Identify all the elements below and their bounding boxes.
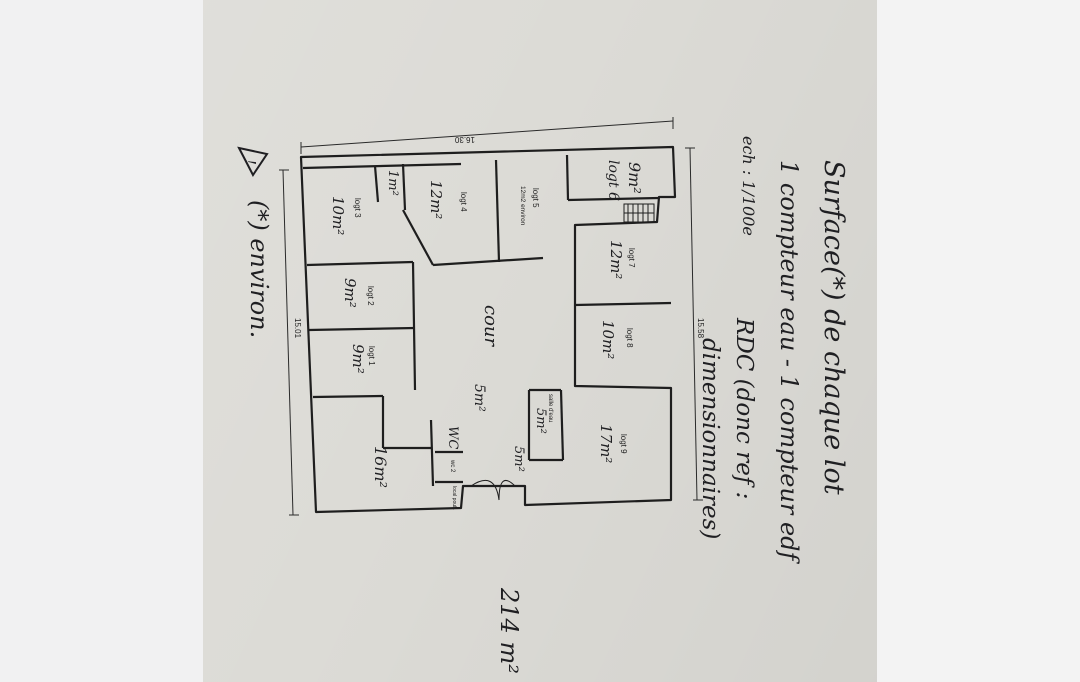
room-bottom-left: 16m² — [371, 446, 390, 488]
svg-text:10m²: 10m² — [599, 320, 617, 359]
courtyard: cour 5m² — [471, 305, 501, 412]
svg-text:12m²: 12m² — [427, 180, 445, 219]
title-line-2: 1 compteur eau - 1 compteur edf — [775, 160, 803, 565]
room-logt4: logt 4 12m² — [427, 180, 468, 219]
left-margin — [0, 0, 203, 682]
svg-text:logt 8: logt 8 — [625, 328, 634, 348]
room-logt9: logt 9 17m² — [597, 424, 628, 463]
svg-text:logt 9: logt 9 — [619, 434, 628, 454]
total-area: 214 m² — [495, 587, 523, 674]
svg-text:WC: WC — [445, 426, 460, 449]
svg-text:salle d'eau: salle d'eau — [547, 394, 553, 423]
svg-text:5m²: 5m² — [471, 384, 487, 412]
dimension-right: 15.58 — [696, 318, 705, 339]
room-local: local poub. — [451, 486, 457, 510]
svg-text:12m2 environ: 12m2 environ — [519, 186, 526, 226]
room-salle-eau: salle d'eau 5m² — [533, 394, 553, 434]
title-block: Surface(*) de chaque lot 1 compteur eau … — [697, 160, 849, 565]
svg-text:wc 2: wc 2 — [449, 459, 455, 473]
svg-text:logt 2: logt 2 — [366, 286, 375, 306]
dimension-top: 16.30 — [454, 135, 475, 144]
title-line-4: dimensionnaires) — [697, 338, 723, 539]
room-logt8: logt 8 10m² — [599, 320, 634, 359]
room-small: 1m² — [385, 170, 400, 196]
title-line-3: RDC (donc ref : — [731, 317, 757, 499]
svg-text:9m²: 9m² — [349, 344, 367, 374]
stair-icon — [623, 203, 655, 223]
dimension-left: 15.01 — [293, 318, 302, 339]
room-logt5: logt 5 12m2 environ — [519, 186, 540, 226]
plan-walls — [299, 145, 677, 514]
svg-text:9m²: 9m² — [625, 162, 644, 194]
entry-area: 5m² — [511, 446, 526, 472]
title-line-1: Surface(*) de chaque lot — [818, 160, 849, 495]
svg-text:1m²: 1m² — [385, 170, 400, 196]
dimension-lines — [279, 117, 703, 516]
scale-note: ech : 1/100e — [739, 136, 758, 236]
svg-text:logt 1: logt 1 — [367, 346, 376, 366]
svg-text:logt 5: logt 5 — [531, 188, 540, 208]
right-margin — [877, 0, 1080, 682]
svg-text:12m²: 12m² — [607, 240, 625, 279]
warning-note: (*) environ. — [245, 200, 273, 338]
room-logt7: logt 7 12m² — [607, 240, 636, 279]
svg-text:!: ! — [241, 159, 259, 165]
floor-plan-drawing: Surface(*) de chaque lot 1 compteur eau … — [237, 117, 849, 674]
warning-icon: ! — [237, 146, 269, 177]
room-wc2: wc 2 — [449, 459, 455, 473]
door-icon — [470, 479, 516, 501]
svg-text:logt 3: logt 3 — [353, 198, 362, 218]
svg-text:9m²: 9m² — [341, 278, 359, 308]
room-wc1: WC — [445, 426, 460, 449]
room-logt6: 9m² logt 6 — [605, 160, 644, 201]
svg-text:local poub.: local poub. — [451, 486, 457, 510]
scanned-plan-sheet: Surface(*) de chaque lot 1 compteur eau … — [203, 0, 877, 682]
svg-text:cour: cour — [480, 305, 501, 348]
room-logt3: logt 3 10m² — [329, 196, 362, 235]
svg-text:logt 7: logt 7 — [627, 248, 636, 268]
room-logt2: logt 2 9m² — [341, 278, 375, 308]
room-logt1: logt 1 9m² — [349, 344, 376, 374]
svg-text:logt 6: logt 6 — [605, 160, 621, 201]
svg-text:5m²: 5m² — [511, 446, 526, 472]
svg-text:17m²: 17m² — [597, 424, 615, 463]
svg-text:16m²: 16m² — [371, 446, 390, 488]
svg-text:logt 4: logt 4 — [459, 192, 468, 212]
svg-text:5m²: 5m² — [533, 408, 548, 434]
svg-text:10m²: 10m² — [329, 196, 347, 235]
